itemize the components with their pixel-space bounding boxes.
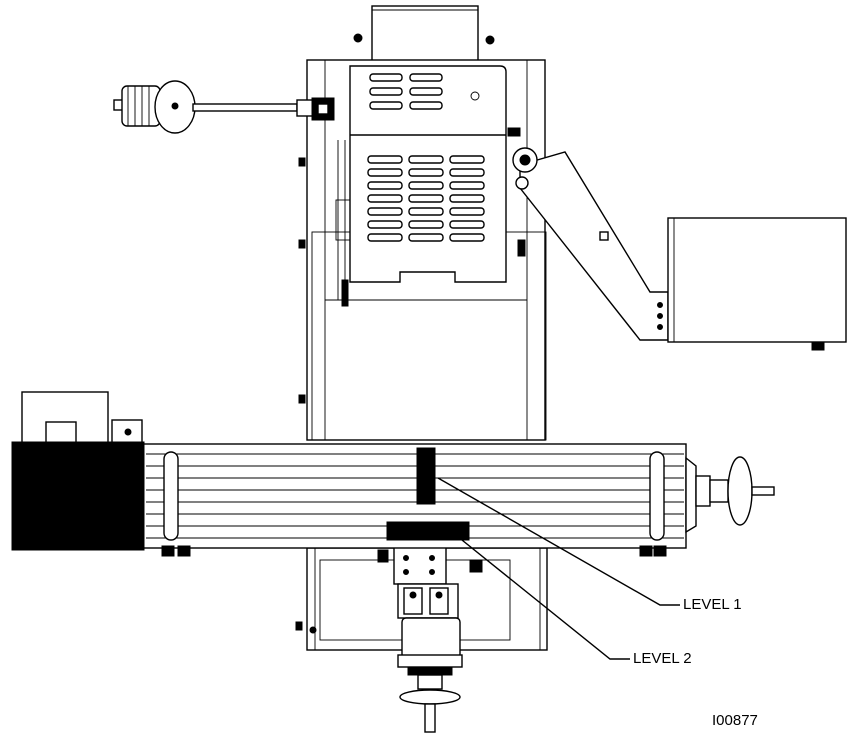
level-1-marker bbox=[416, 447, 436, 505]
x-axis-motor bbox=[11, 391, 145, 551]
spindle-housing bbox=[377, 545, 483, 733]
pendant-box bbox=[667, 217, 847, 351]
level-2-label: LEVEL 2 bbox=[633, 650, 692, 667]
top-motor bbox=[353, 5, 495, 63]
control-arm bbox=[507, 127, 669, 341]
table-handwheel bbox=[685, 456, 775, 534]
quill-handwheel bbox=[113, 80, 335, 134]
head-cover bbox=[335, 65, 507, 307]
upper-vents bbox=[369, 73, 443, 110]
level-2-marker bbox=[386, 521, 470, 541]
level-2-leader bbox=[451, 531, 630, 660]
level-1-label: LEVEL 1 bbox=[683, 596, 742, 613]
lower-vents bbox=[367, 155, 485, 242]
figure-id: I00877 bbox=[712, 712, 758, 729]
level-1-leader bbox=[437, 477, 680, 606]
